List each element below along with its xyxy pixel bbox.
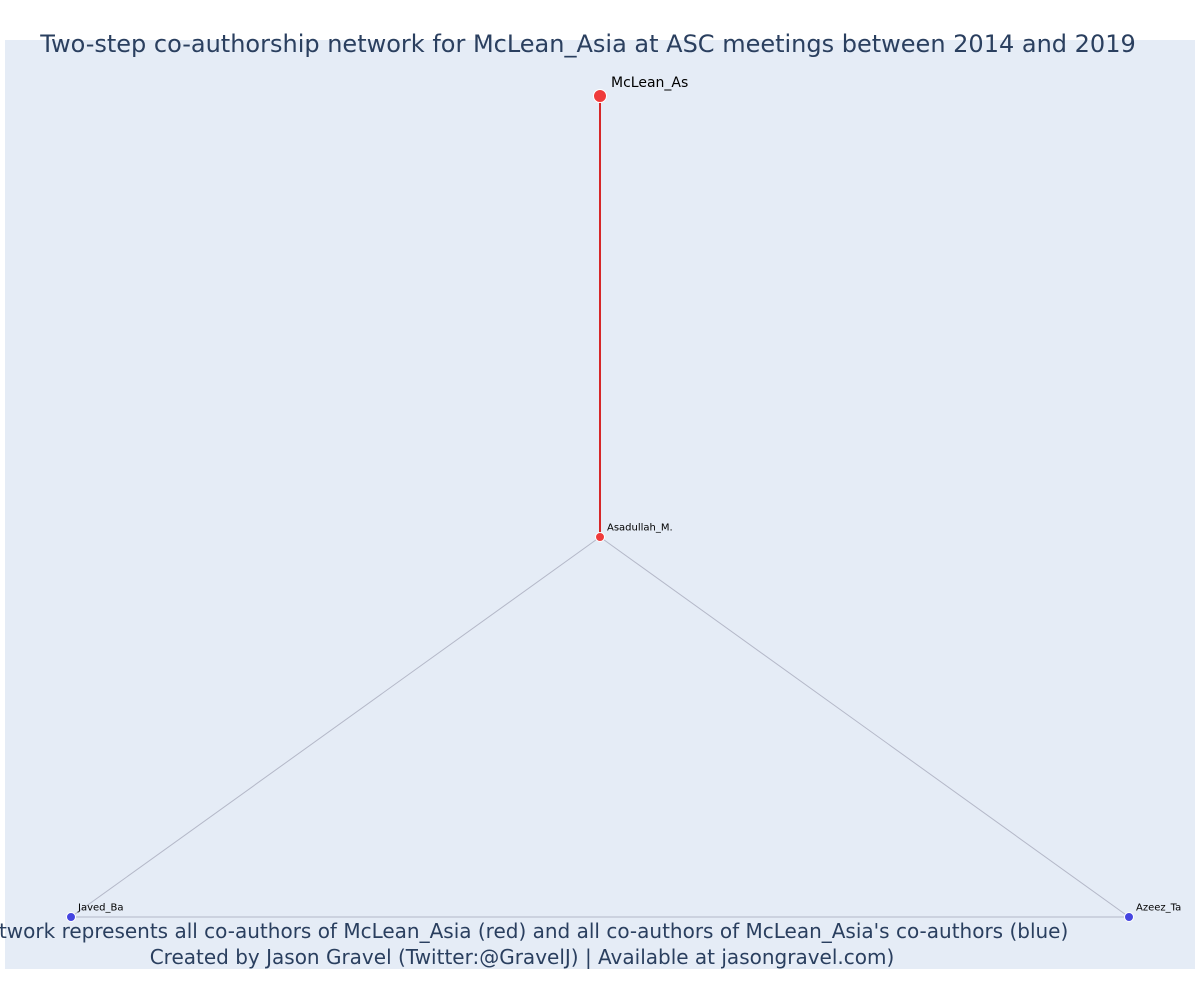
edge-layer <box>70 96 1130 918</box>
node-label-azeez: Azeez_Ta <box>1136 903 1181 914</box>
edge-asadullah-azeez <box>599 536 1130 918</box>
node-asadullah[interactable] <box>595 532 605 542</box>
caption-line-2: Created by Jason Gravel (Twitter:@Gravel… <box>150 945 895 969</box>
node-layer <box>66 89 1134 922</box>
node-azeez[interactable] <box>1124 912 1134 922</box>
caption-line-1: Network represents all co-authors of McL… <box>0 919 1068 943</box>
node-label-mclean: McLean_As <box>611 75 688 91</box>
node-mclean[interactable] <box>593 89 607 103</box>
edge-asadullah-javed <box>70 536 601 918</box>
node-javed[interactable] <box>66 912 76 922</box>
chart-title: Two-step co-authorship network for McLea… <box>39 30 1135 58</box>
node-label-javed: Javed_Ba <box>77 903 123 914</box>
node-label-asadullah: Asadullah_M. <box>607 523 673 534</box>
